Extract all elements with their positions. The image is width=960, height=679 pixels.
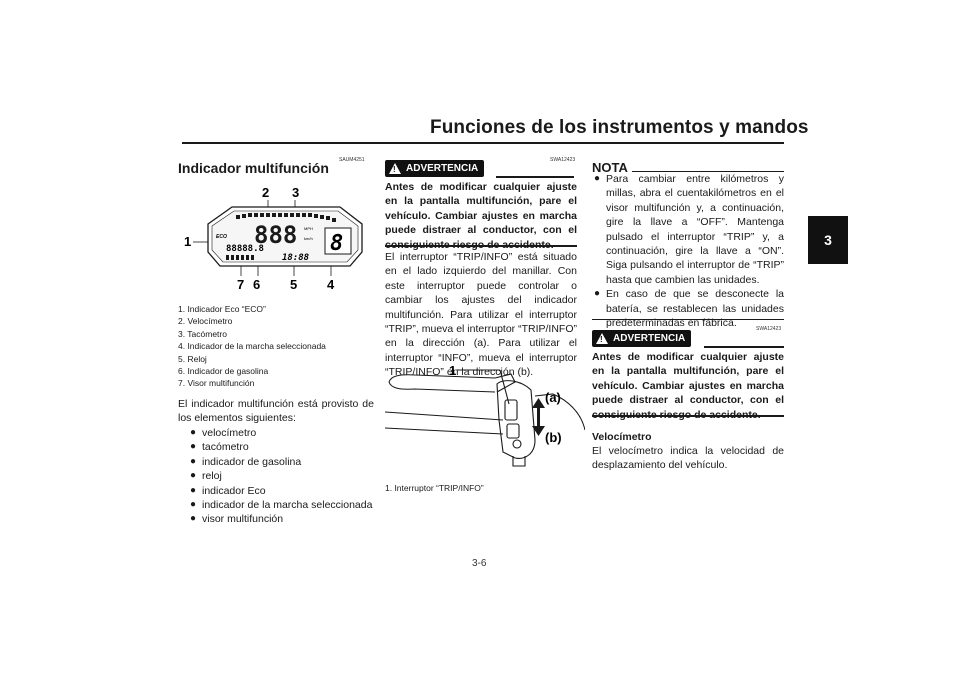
direction-a-label: (a) <box>545 390 561 405</box>
list-item: indicador de gasolina <box>190 455 380 470</box>
figure-legend: 1. Indicador Eco “ECO” 2. Velocímetro 3.… <box>178 303 378 390</box>
callout-1: 1 <box>184 234 191 249</box>
legend-item: 7. Visor multifunción <box>178 378 255 389</box>
warning-code-2: SWA12423 <box>756 326 782 332</box>
chapter-tab: 3 <box>808 216 848 264</box>
warning-label-2: ADVERTENCIA <box>613 333 686 344</box>
list-item: indicador de la marcha seleccionada <box>190 498 380 513</box>
warning-rule <box>496 176 574 178</box>
title-rule <box>182 142 784 144</box>
list-item: velocímetro <box>190 426 380 441</box>
page-number: 3-6 <box>472 558 487 569</box>
speed-digits: 888 <box>254 221 297 249</box>
legend-item: 1. Indicador Eco “ECO” <box>178 304 266 314</box>
warning-text: Antes de modificar cualquier ajuste en l… <box>385 181 577 251</box>
list-item: tacómetro <box>190 440 380 455</box>
note-item: Para cambiar entre kilómetros y millas, … <box>594 172 784 287</box>
speedometer-heading: Velocímetro <box>592 431 652 443</box>
legend-item: 6. Indicador de gasolina <box>178 366 269 377</box>
note-item: En caso de que se desconecte la batería,… <box>594 287 784 330</box>
warning-rule-bottom-2 <box>592 415 784 417</box>
warning-label: ADVERTENCIA <box>406 163 479 174</box>
callout-2: 2 <box>262 185 269 200</box>
list-item: indicador Eco <box>190 484 380 499</box>
gear-digit: 8 <box>330 231 343 256</box>
callout-3: 3 <box>292 185 299 200</box>
warning-rule-2 <box>704 346 784 348</box>
section-code: SAUM4251 <box>339 157 365 163</box>
callout-4: 4 <box>327 277 335 292</box>
callout-7: 7 <box>237 277 244 292</box>
note-list: Para cambiar entre kilómetros y millas, … <box>594 172 784 330</box>
list-item: visor multifunción <box>190 512 380 527</box>
section-heading: Indicador multifunción <box>178 160 329 176</box>
warning-icon-2: ! <box>596 333 608 344</box>
intro-paragraph: El indicador multifunción está provisto … <box>178 398 374 425</box>
callout-5: 5 <box>290 277 297 292</box>
callout-6: 6 <box>253 277 260 292</box>
warning-rule-bottom <box>385 245 577 247</box>
instrument-figure: 2 3 1 7 6 5 4 888 MPH k <box>180 180 370 295</box>
warning-badge: ! ADVERTENCIA <box>385 160 485 177</box>
clock-digits: 18:88 <box>282 253 309 263</box>
unit-mph: MPH <box>304 226 313 231</box>
instrument-cluster-illustration: 2 3 1 7 6 5 4 888 MPH k <box>184 185 363 292</box>
legend-item: 5. Reloj <box>178 353 207 364</box>
warning-badge-2: ! ADVERTENCIA <box>592 330 692 347</box>
direction-b-label: (b) <box>545 430 562 445</box>
list-item: reloj <box>190 469 380 484</box>
eco-indicator: ECO <box>216 234 227 240</box>
switch-figure: 1 (a) (b) <box>384 360 586 475</box>
multifunction-digits: 88888.8 <box>226 244 264 254</box>
switch-caption: 1. Interruptor “TRIP/INFO” <box>385 483 484 493</box>
warning-text-2: Antes de modificar cualquier ajuste en l… <box>592 351 784 421</box>
note-rule-bottom <box>592 319 784 320</box>
switch-callout-1: 1 <box>449 363 456 378</box>
warning-icon: ! <box>389 163 401 174</box>
legend-item: 4. Indicador de la marcha seleccionada <box>178 341 326 352</box>
legend-item: 2. Velocímetro <box>178 316 233 327</box>
unit-kmh: km/h <box>304 236 313 241</box>
speedometer-text: El velocímetro indica la velocidad de de… <box>592 445 784 472</box>
features-list: velocímetro tacómetro indicador de gasol… <box>190 426 380 527</box>
page-title: Funciones de los instrumentos y mandos <box>430 117 809 138</box>
legend-item: 3. Tacómetro <box>178 328 227 339</box>
warning-code: SWA12423 <box>550 157 576 163</box>
handlebar-switch-illustration: 1 (a) (b) <box>384 363 586 467</box>
